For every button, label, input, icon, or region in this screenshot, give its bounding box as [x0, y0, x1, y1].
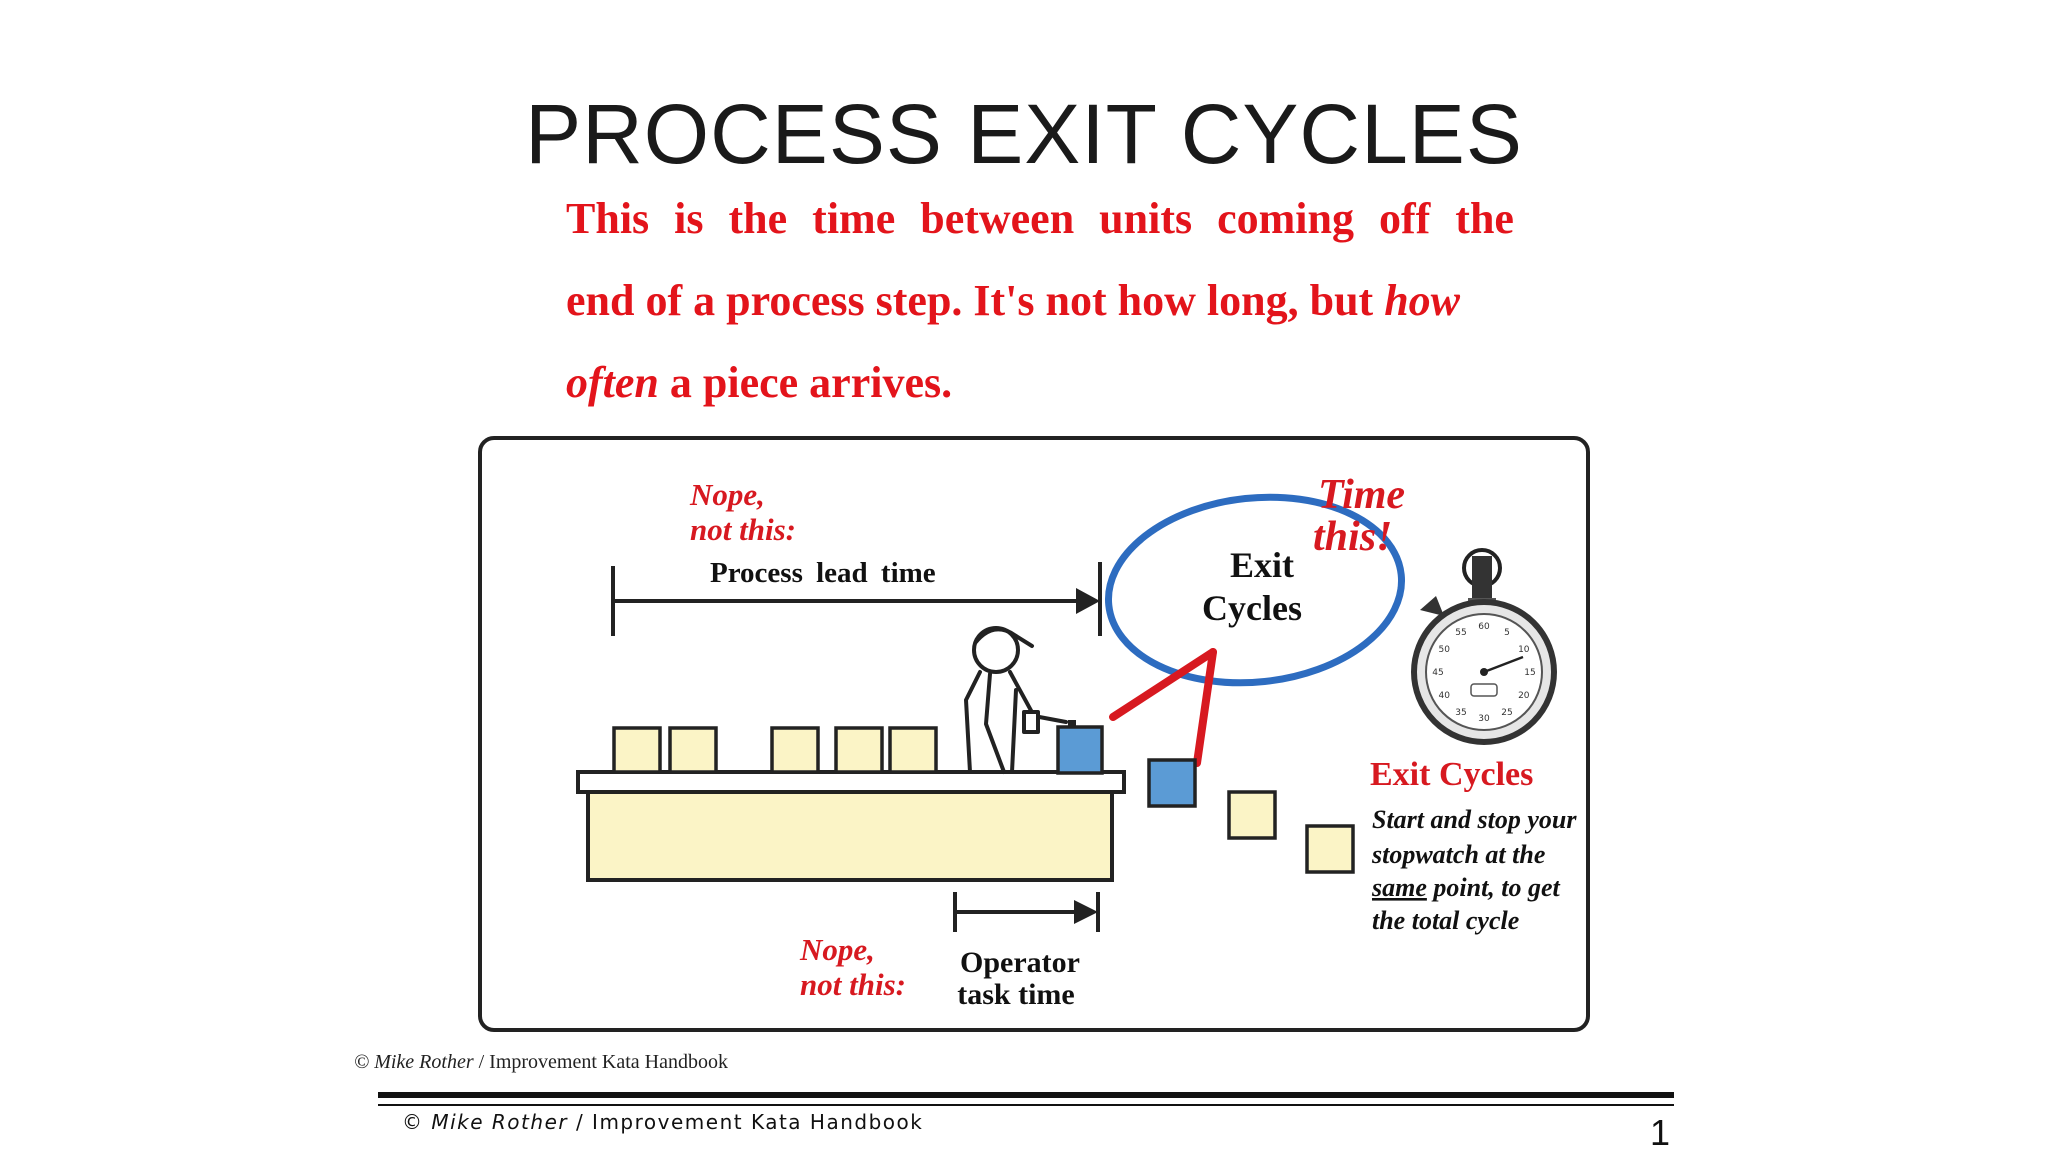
stopwatch-number: 45 [1432, 668, 1443, 678]
process-lead-time-label: Process lead time [710, 557, 936, 589]
svg-text:task time: task time [957, 978, 1074, 1011]
operator-task-time-arrow [953, 892, 1100, 932]
svg-text:not this:: not this: [690, 512, 796, 547]
svg-text:not this:: not this: [800, 967, 906, 1002]
exit-cycles-title: Exit Cycles [1370, 756, 1533, 793]
stopwatch-number: 15 [1524, 668, 1535, 678]
svg-text:Nope,: Nope, [689, 477, 765, 512]
exit-cycles-circle-label: Exit Cycles [1202, 545, 1302, 628]
svg-text:Nope,: Nope, [799, 932, 875, 967]
stopwatch-number: 20 [1518, 691, 1530, 701]
svg-text:Time: Time [1318, 472, 1405, 518]
stopwatch-number: 25 [1501, 708, 1512, 718]
exit-box [1227, 790, 1277, 840]
page-number: 1 [1650, 1112, 1671, 1153]
slide-subtitle: This is the time between units coming of… [566, 178, 1514, 424]
svg-text:this!: this! [1313, 514, 1392, 560]
subtitle-line-3: often a piece arrives. [566, 358, 953, 407]
footer-rule-thin [378, 1104, 1674, 1106]
svg-text:the total cycle: the total cycle [1372, 906, 1519, 935]
stopwatch-number: 55 [1455, 628, 1466, 638]
exit-box-blue [1147, 758, 1197, 808]
svg-text:Cycles: Cycles [1202, 588, 1302, 628]
operator-figure-icon [964, 626, 1068, 774]
stopwatch-numbers: 60 5 10 15 20 25 30 35 40 45 50 55 [1432, 622, 1535, 724]
svg-text:same point, to get: same point, to get [1371, 873, 1561, 902]
diagram-credit: © Mike Rother / Improvement Kata Handboo… [354, 1051, 728, 1073]
queue-box [888, 726, 938, 774]
stopwatch-number: 40 [1438, 691, 1450, 701]
exit-cycles-note: Start and stop your stopwatch at the sam… [1371, 805, 1577, 935]
exit-cycles-ellipse [1104, 493, 1406, 687]
svg-text:Operator: Operator [960, 946, 1080, 979]
svg-text:stopwatch at the: stopwatch at the [1371, 840, 1545, 869]
footer-credit: © Mike Rother / Improvement Kata Handboo… [402, 1110, 924, 1134]
slide-title: PROCESS EXIT CYCLES [525, 87, 1523, 181]
subtitle-line-2: end of a process step. It's not how long… [566, 276, 1461, 325]
queue-boxes [612, 726, 938, 774]
exit-box [1305, 824, 1355, 874]
queue-box [834, 726, 884, 774]
stopwatch-icon: 60 5 10 15 20 25 30 35 40 45 50 55 [1411, 548, 1557, 745]
svg-text:Start and stop your: Start and stop your [1372, 805, 1577, 834]
footer-rule-thick [378, 1092, 1674, 1098]
svg-text:Exit: Exit [1230, 545, 1294, 585]
working-box [1056, 725, 1104, 775]
operator-task-time-label: Operator task time [957, 946, 1080, 1011]
stopwatch-number: 50 [1438, 645, 1450, 655]
nope-label-top: Nope, not this: [689, 477, 796, 547]
queue-box [612, 726, 662, 774]
workbench [576, 770, 1126, 882]
stopwatch-number: 10 [1518, 645, 1530, 655]
stopwatch-number: 35 [1455, 708, 1466, 718]
red-pointer-lines [1109, 648, 1217, 767]
stopwatch-number: 30 [1478, 714, 1490, 724]
nope-label-bottom: Nope, not this: [799, 932, 906, 1002]
subtitle-line-1: This is the time between units coming of… [566, 194, 1514, 243]
queue-box [668, 726, 718, 774]
queue-box [770, 726, 820, 774]
exiting-boxes [1147, 758, 1355, 874]
stopwatch-number: 5 [1504, 628, 1510, 638]
stopwatch-number: 60 [1478, 622, 1490, 632]
process-lead-time-arrow [611, 562, 1102, 636]
time-this-label: Time this! [1313, 472, 1405, 560]
